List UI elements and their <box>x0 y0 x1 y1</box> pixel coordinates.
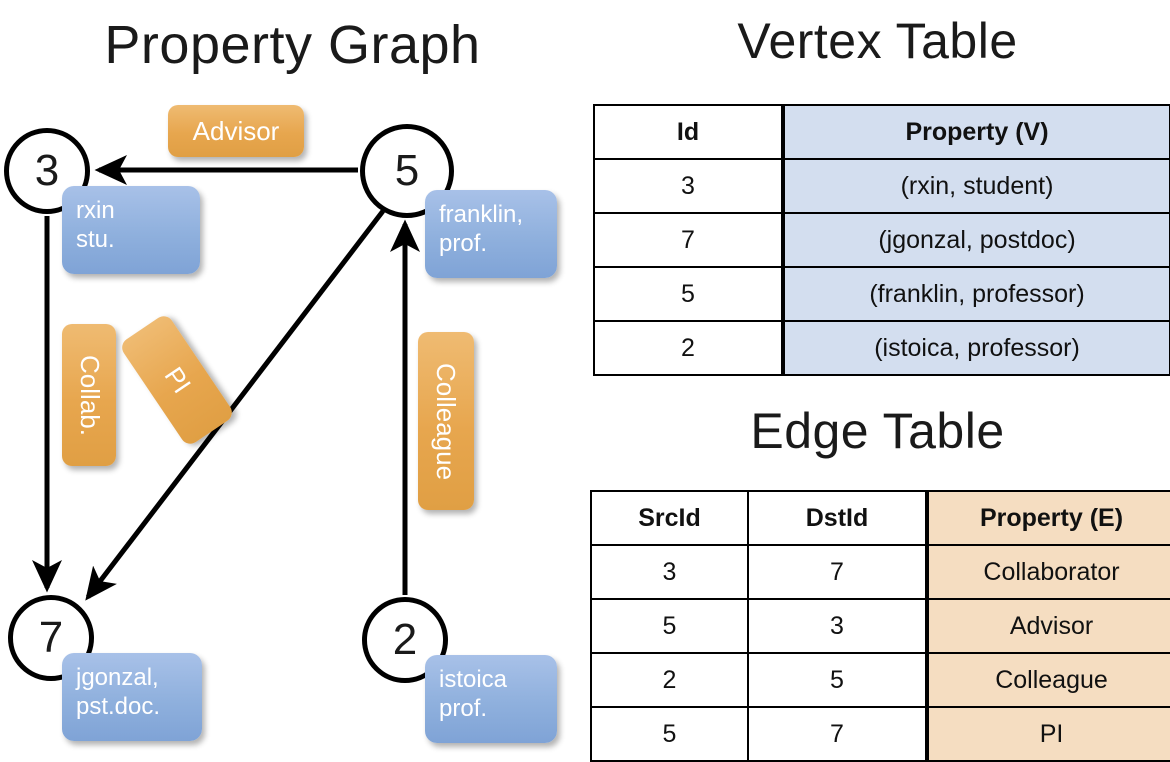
table-row[interactable]: 2 (istoica, professor) <box>593 320 1170 376</box>
table-row[interactable]: 3 7 Collaborator <box>590 544 1170 600</box>
edge-label-collab-text: Collab. <box>74 354 105 436</box>
edge-cell-property: Collaborator <box>925 544 1170 600</box>
edge-cell-srcid: 3 <box>590 544 749 600</box>
property-box-franklin[interactable]: franklin, prof. <box>425 190 557 278</box>
graph-node-2[interactable]: 2 <box>362 597 448 683</box>
vertex-cell-property: (istoica, professor) <box>781 320 1170 376</box>
vertex-cell-property: (rxin, student) <box>781 158 1170 214</box>
graph-node-7-label: 7 <box>38 613 64 662</box>
edge-label-colleague-text: Colleague <box>431 362 462 480</box>
table-row[interactable]: 5 7 PI <box>590 706 1170 762</box>
edge-label-collab[interactable]: Collab. <box>62 324 116 466</box>
edge-cell-property: PI <box>925 706 1170 762</box>
edge-cell-property: Colleague <box>925 652 1170 708</box>
page-title-edge-table: Edge Table <box>750 403 1005 459</box>
table-row[interactable]: 2 5 Colleague <box>590 652 1170 708</box>
edge-cell-dstid: 5 <box>747 652 928 708</box>
property-box-istoica[interactable]: istoica prof. <box>425 655 557 743</box>
property-box-istoica-line2: prof. <box>439 695 488 722</box>
edge-cell-srcid: 2 <box>590 652 749 708</box>
property-graph-diagram: 3 5 7 2 rxin stu. franklin, prof. jgonza… <box>0 0 585 760</box>
property-box-jgonzal-line2: pst.doc. <box>76 693 161 720</box>
table-row[interactable]: 7 (jgonzal, postdoc) <box>593 212 1170 268</box>
edge-table-header-row: SrcId DstId Property (E) <box>590 490 1170 546</box>
edge-label-pi-text: PI <box>158 361 197 399</box>
table-row[interactable]: 5 3 Advisor <box>590 598 1170 654</box>
vertex-cell-id: 2 <box>593 320 784 376</box>
graph-node-3-label: 3 <box>34 146 60 195</box>
graph-node-5-label: 5 <box>394 146 420 195</box>
page-title-vertex-table: Vertex Table <box>737 13 1018 69</box>
edge-cell-property: Advisor <box>925 598 1170 654</box>
vertex-cell-id: 3 <box>593 158 784 214</box>
property-box-rxin[interactable]: rxin stu. <box>62 186 200 274</box>
vertex-table-header-property: Property (V) <box>781 104 1170 160</box>
vertex-cell-property: (franklin, professor) <box>781 266 1170 322</box>
vertex-cell-id: 7 <box>593 212 784 268</box>
vertex-table-header-row: Id Property (V) <box>593 104 1170 160</box>
edge-cell-dstid: 7 <box>747 706 928 762</box>
graph-node-5[interactable]: 5 <box>360 124 454 218</box>
table-row[interactable]: 3 (rxin, student) <box>593 158 1170 214</box>
page-title-property-graph: Property Graph <box>104 15 481 75</box>
edge-table-header-dstid: DstId <box>747 490 928 546</box>
property-box-jgonzal-line1: jgonzal, <box>76 664 159 691</box>
edge-cell-srcid: 5 <box>590 598 749 654</box>
graph-node-2-label: 2 <box>392 615 418 664</box>
edge-label-colleague[interactable]: Colleague <box>418 332 474 510</box>
edge-cell-srcid: 5 <box>590 706 749 762</box>
vertex-cell-property: (jgonzal, postdoc) <box>781 212 1170 268</box>
vertex-table: Id Property (V) 3 (rxin, student) 7 (jgo… <box>593 104 1170 376</box>
vertex-cell-id: 5 <box>593 266 784 322</box>
edge-table-header-property: Property (E) <box>925 490 1170 546</box>
property-box-rxin-line1: rxin <box>76 197 115 224</box>
property-box-franklin-line2: prof. <box>439 230 488 257</box>
edge-label-advisor[interactable]: Advisor <box>168 105 304 157</box>
table-row[interactable]: 5 (franklin, professor) <box>593 266 1170 322</box>
edge-table: SrcId DstId Property (E) 3 7 Collaborato… <box>590 490 1170 762</box>
vertex-table-header-id: Id <box>593 104 784 160</box>
edge-cell-dstid: 3 <box>747 598 928 654</box>
edge-label-advisor-text: Advisor <box>192 115 280 146</box>
edge-5-to-7 <box>85 209 385 601</box>
property-box-jgonzal[interactable]: jgonzal, pst.doc. <box>62 653 202 741</box>
edge-cell-dstid: 7 <box>747 544 928 600</box>
edge-table-header-srcid: SrcId <box>590 490 749 546</box>
property-box-istoica-line1: istoica <box>439 666 508 693</box>
graph-edges-layer <box>32 155 420 601</box>
property-box-rxin-line2: stu. <box>76 226 115 253</box>
property-box-franklin-line1: franklin, <box>439 201 524 228</box>
